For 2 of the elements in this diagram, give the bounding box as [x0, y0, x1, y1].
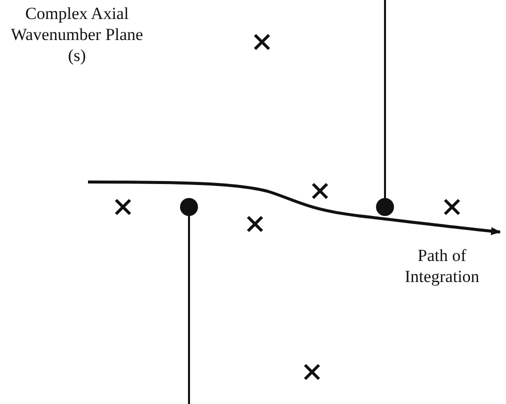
- plane-label: Complex Axial Wavenumber Plane (s): [10, 3, 144, 66]
- plane-label: Path of Integration: [404, 245, 480, 287]
